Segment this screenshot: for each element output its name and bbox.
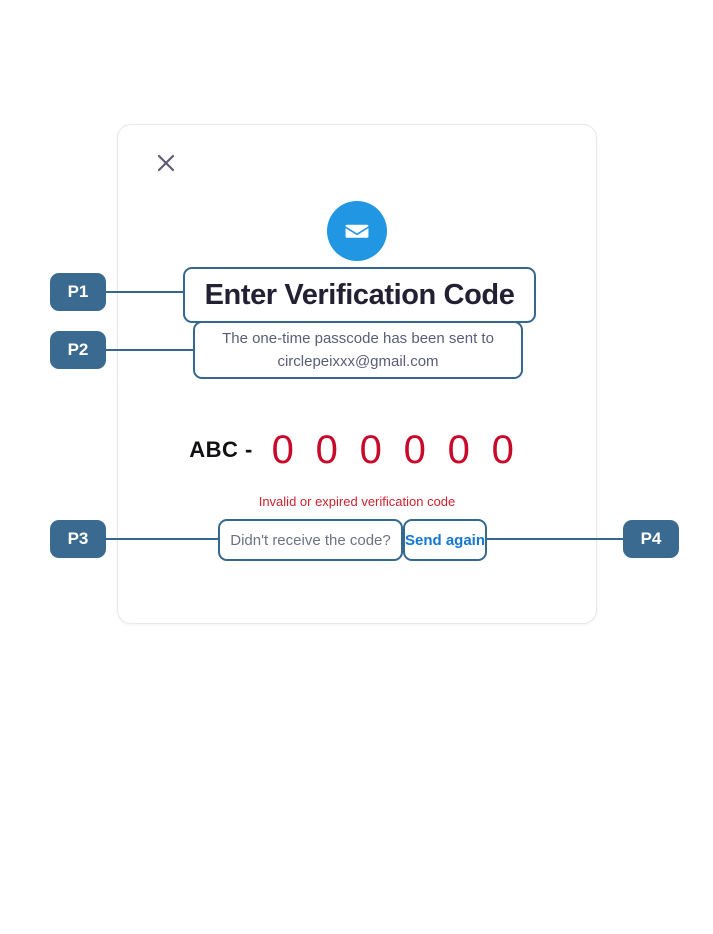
code-prefix: ABC - [189, 437, 253, 462]
code-digit-1[interactable]: 0 [271, 428, 294, 472]
connector-line-p4 [485, 538, 623, 540]
annotation-badge-p3: P3 [50, 520, 106, 558]
annotation-badge-p2: P2 [50, 331, 106, 369]
code-digit-4[interactable]: 0 [403, 428, 426, 472]
code-digit-3[interactable]: 0 [359, 428, 382, 472]
connector-line-p1 [106, 291, 184, 293]
subtitle-line-1: The one-time passcode has been sent to [222, 330, 494, 347]
error-message: Invalid or expired verification code [258, 494, 456, 509]
connector-line-p2 [106, 349, 194, 351]
code-digit-6[interactable]: 0 [491, 428, 514, 472]
send-again-highlight[interactable]: Send again [403, 519, 487, 561]
code-digit-2[interactable]: 0 [315, 428, 338, 472]
envelope-icon [327, 201, 387, 261]
page-title: Enter Verification Code [204, 278, 515, 311]
code-digit-group[interactable]: 0 0 0 0 0 0 [261, 428, 525, 472]
dialog-title-highlight: Enter Verification Code [183, 267, 536, 323]
send-again-link[interactable]: Send again [404, 531, 486, 549]
dialog-subtitle-highlight: The one-time passcode has been sent to c… [193, 321, 523, 379]
verification-code-dialog: Enter Verification Code The one-time pas… [117, 124, 597, 624]
annotation-badge-p1: P1 [50, 273, 106, 311]
connector-line-p3 [106, 538, 218, 540]
code-digit-5[interactable]: 0 [447, 428, 470, 472]
subtitle-line-2-email: circlepeixxx@gmail.com [277, 353, 439, 370]
close-icon[interactable] [154, 151, 178, 175]
resend-prompt-highlight: Didn't receive the code? [218, 519, 403, 561]
resend-prompt-label: Didn't receive the code? [230, 531, 391, 549]
annotation-badge-p4: P4 [623, 520, 679, 558]
verification-code-row: ABC - 0 0 0 0 0 0 [118, 428, 596, 472]
